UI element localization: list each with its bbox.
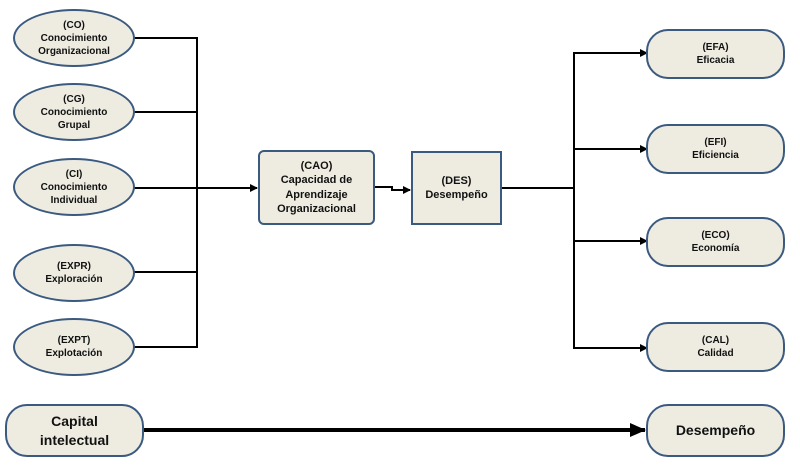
node-expt-code: (EXPT) xyxy=(57,335,91,346)
node-capital-intelectual-label: Capital intelectual xyxy=(39,413,110,448)
node-ci-name: Conocimiento Individual xyxy=(40,181,108,206)
node-efa: (EFA) Eficacia xyxy=(646,29,785,79)
node-cao-code: (CAO) xyxy=(300,159,333,172)
node-des-code: (DES) xyxy=(441,174,472,187)
node-expr-name: Exploración xyxy=(45,274,103,285)
node-cal-code: (CAL) xyxy=(701,335,730,346)
node-cao: (CAO) Capacidad de Aprendizaje Organizac… xyxy=(258,150,375,225)
node-capital-intelectual: Capital intelectual xyxy=(5,404,144,457)
node-cg-name: Conocimiento Grupal xyxy=(40,106,108,131)
arrow-to-des xyxy=(375,186,411,194)
node-cal: (CAL) Calidad xyxy=(646,322,785,372)
node-desempeno-final-label: Desempeño xyxy=(675,422,756,439)
node-ci: (CI) Conocimiento Individual xyxy=(13,158,135,216)
node-cg: (CG) Conocimiento Grupal xyxy=(13,83,135,141)
node-cal-name: Calidad xyxy=(697,348,734,359)
node-co: (CO) Conocimiento Organizacional xyxy=(13,9,135,67)
node-co-code: (CO) xyxy=(63,19,85,31)
node-desempeno-final: Desempeño xyxy=(646,404,785,457)
node-expr: (EXPR) Exploración xyxy=(13,244,135,302)
node-efi-name: Eficiencia xyxy=(692,150,739,161)
node-efi-code: (EFI) xyxy=(704,137,727,148)
node-ci-code: (CI) xyxy=(65,168,83,180)
node-eco-name: Economía xyxy=(691,243,740,254)
node-expt: (EXPT) Explotación xyxy=(13,318,135,376)
node-efa-name: Eficacia xyxy=(696,55,735,66)
node-cao-name: Capacidad de Aprendizaje Organizacional xyxy=(277,174,356,215)
node-des-name: Desempeño xyxy=(425,189,488,201)
node-efa-code: (EFA) xyxy=(702,42,729,53)
node-expr-code: (EXPR) xyxy=(57,261,91,272)
node-eco: (ECO) Economía xyxy=(646,217,785,267)
node-co-name: Conocimiento Organizacional xyxy=(38,32,110,57)
node-eco-code: (ECO) xyxy=(701,230,730,241)
node-cg-code: (CG) xyxy=(63,93,85,105)
node-des: (DES) Desempeño xyxy=(411,151,502,225)
node-efi: (EFI) Eficiencia xyxy=(646,124,785,174)
node-expt-name: Explotación xyxy=(45,348,103,359)
